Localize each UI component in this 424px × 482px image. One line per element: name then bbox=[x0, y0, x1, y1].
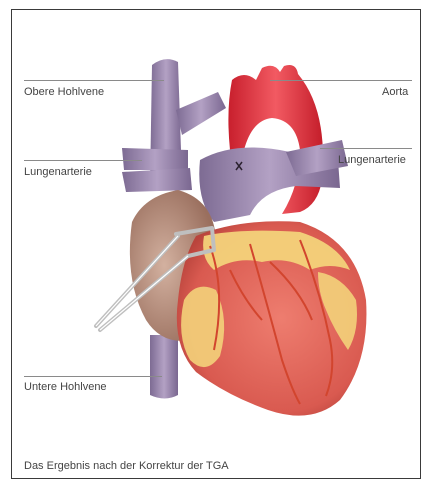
label-untere-hohlvene: Untere Hohlvene bbox=[24, 381, 107, 393]
vena-cava-branch bbox=[176, 92, 226, 135]
inferior-vena-cava bbox=[150, 335, 178, 399]
label-lungenarterie-right: Lungenarterie bbox=[338, 154, 406, 166]
label-obere-hohlvene: Obere Hohlvene bbox=[24, 86, 104, 98]
leader-line-aorta bbox=[270, 80, 412, 81]
figure-caption: Das Ergebnis nach der Korrektur der TGA bbox=[24, 460, 229, 472]
label-aorta: Aorta bbox=[382, 86, 408, 98]
leader-line-lungenarterie-right bbox=[320, 148, 412, 149]
left-pulmonary-artery bbox=[122, 148, 188, 170]
leader-line-lungenarterie-left bbox=[24, 160, 142, 161]
label-lungenarterie-left: Lungenarterie bbox=[24, 166, 92, 178]
leader-line-untere-hohlvene bbox=[24, 376, 162, 377]
left-pulmonary-artery-lower bbox=[122, 168, 192, 192]
leader-line-obere-hohlvene bbox=[24, 80, 164, 81]
